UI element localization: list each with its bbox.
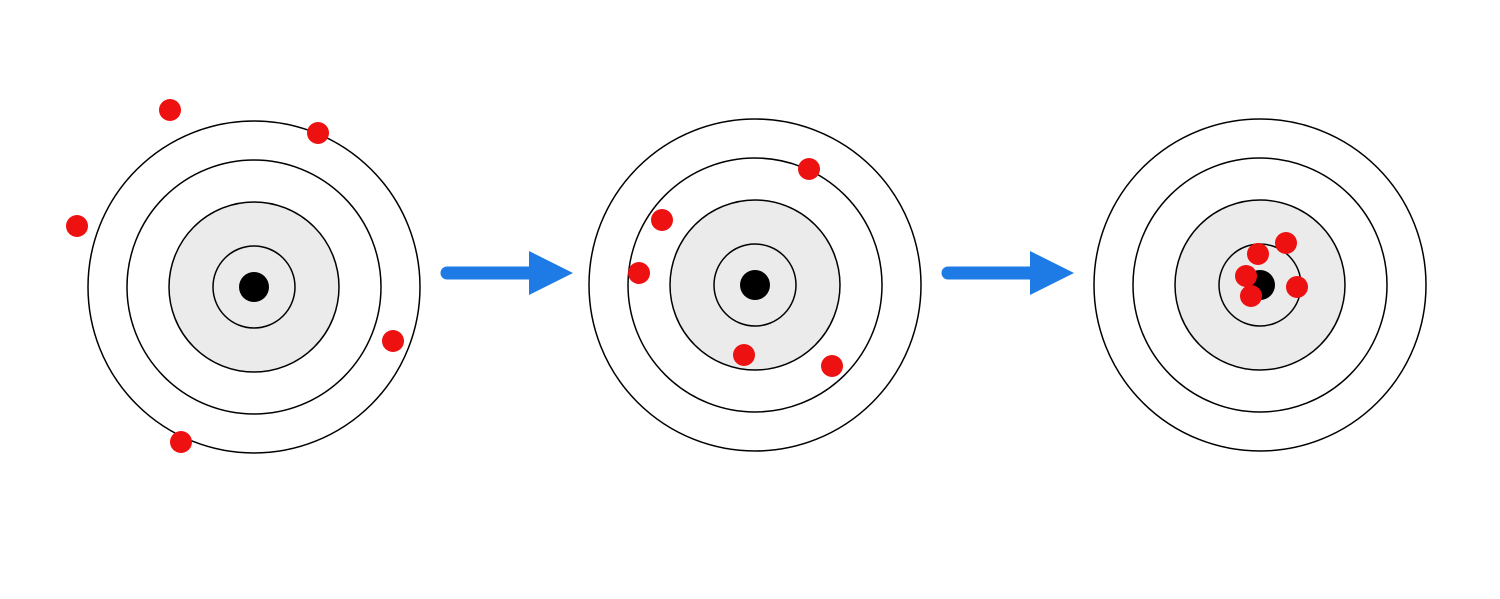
arrow-head bbox=[529, 251, 573, 295]
hit-dot bbox=[170, 431, 192, 453]
hit-dot bbox=[651, 209, 673, 231]
target-2 bbox=[588, 118, 922, 452]
hit-dot bbox=[1240, 285, 1262, 307]
hit-dot bbox=[1235, 265, 1257, 287]
target-1 bbox=[66, 99, 421, 454]
hit-dot bbox=[382, 330, 404, 352]
bullseye bbox=[740, 270, 770, 300]
right-arrow-icon bbox=[941, 251, 1074, 295]
bullseye bbox=[239, 272, 269, 302]
hit-dot bbox=[733, 344, 755, 366]
hit-dot bbox=[159, 99, 181, 121]
hit-dot bbox=[821, 355, 843, 377]
hit-dot bbox=[798, 158, 820, 180]
hit-dot bbox=[1275, 232, 1297, 254]
hit-dot bbox=[66, 215, 88, 237]
hit-dot bbox=[1286, 276, 1308, 298]
arrow-head bbox=[1030, 251, 1074, 295]
hit-dot bbox=[1247, 243, 1269, 265]
hit-dot bbox=[628, 262, 650, 284]
target-3 bbox=[1093, 118, 1427, 452]
hit-dot bbox=[307, 122, 329, 144]
right-arrow-icon bbox=[440, 251, 573, 295]
